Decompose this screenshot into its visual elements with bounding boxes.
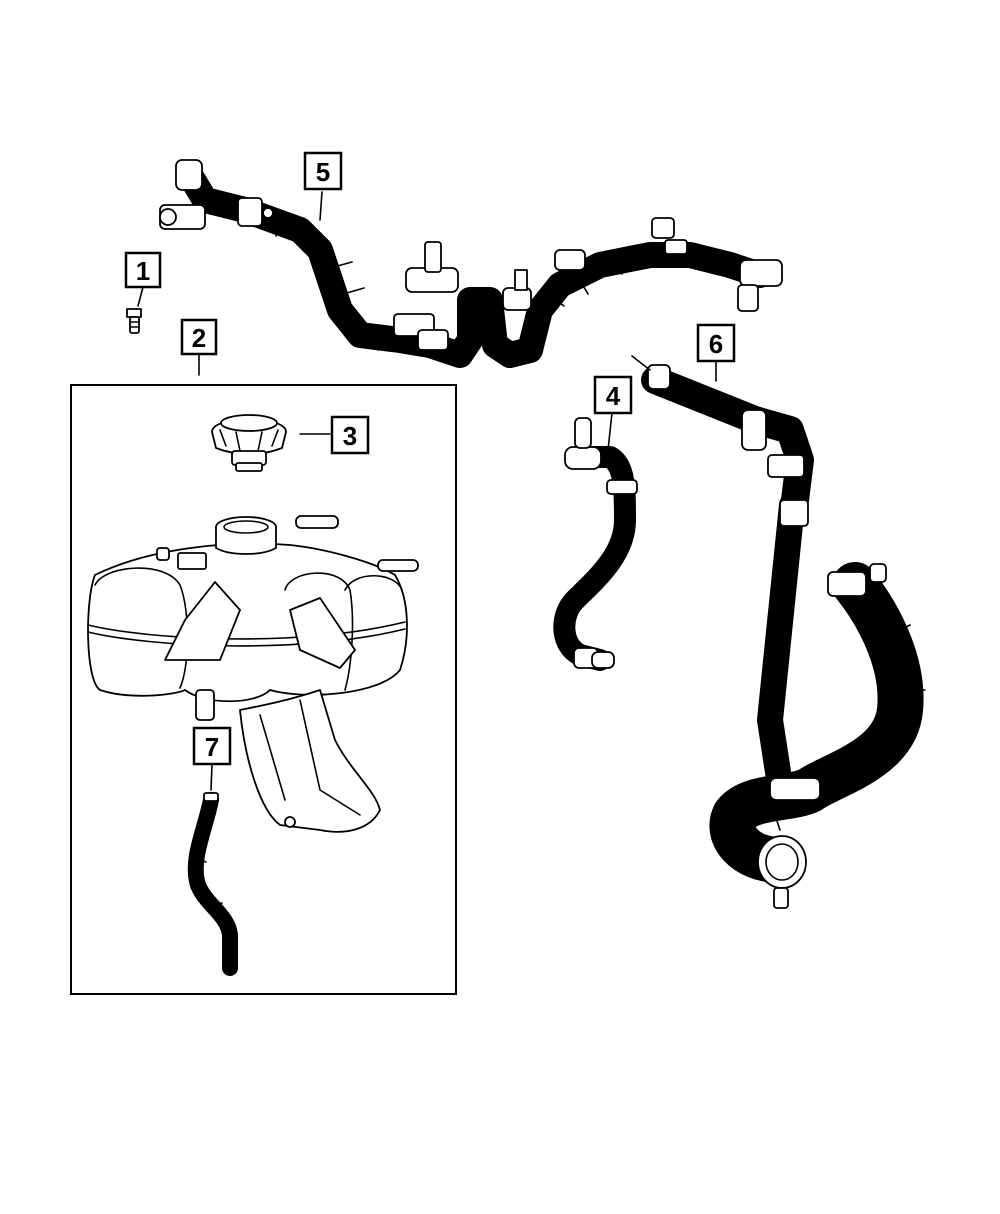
- callout-6: 6: [696, 323, 736, 363]
- callout-3: 3: [330, 415, 370, 455]
- callout-1: 1: [124, 251, 162, 289]
- callout-5: 5: [303, 151, 343, 191]
- callout-7: 7: [192, 726, 232, 766]
- part-5-hose-assembly[interactable]: [159, 159, 783, 368]
- part-4-coolant-hose[interactable]: [553, 417, 638, 671]
- callout-2: 2: [180, 318, 218, 356]
- callout-4-label: 4: [606, 381, 621, 411]
- callout-6-label: 6: [709, 329, 723, 359]
- part-2-group-frame: [70, 384, 457, 995]
- callout-4: 4: [593, 375, 633, 415]
- callout-7-label: 7: [205, 732, 219, 762]
- callout-leaders: [137, 191, 717, 791]
- part-2-reservoir-bottle[interactable]: [87, 515, 419, 833]
- callout-1-label: 1: [136, 256, 150, 286]
- part-6-radiator-hose[interactable]: [631, 355, 926, 909]
- callout-2-label: 2: [192, 323, 206, 353]
- part-1-bolt[interactable]: [126, 308, 142, 334]
- part-3-pressure-cap[interactable]: [211, 414, 287, 472]
- callout-3-label: 3: [343, 421, 357, 451]
- part-7-overflow-hose[interactable]: [187, 792, 238, 976]
- callout-5-label: 5: [316, 157, 330, 187]
